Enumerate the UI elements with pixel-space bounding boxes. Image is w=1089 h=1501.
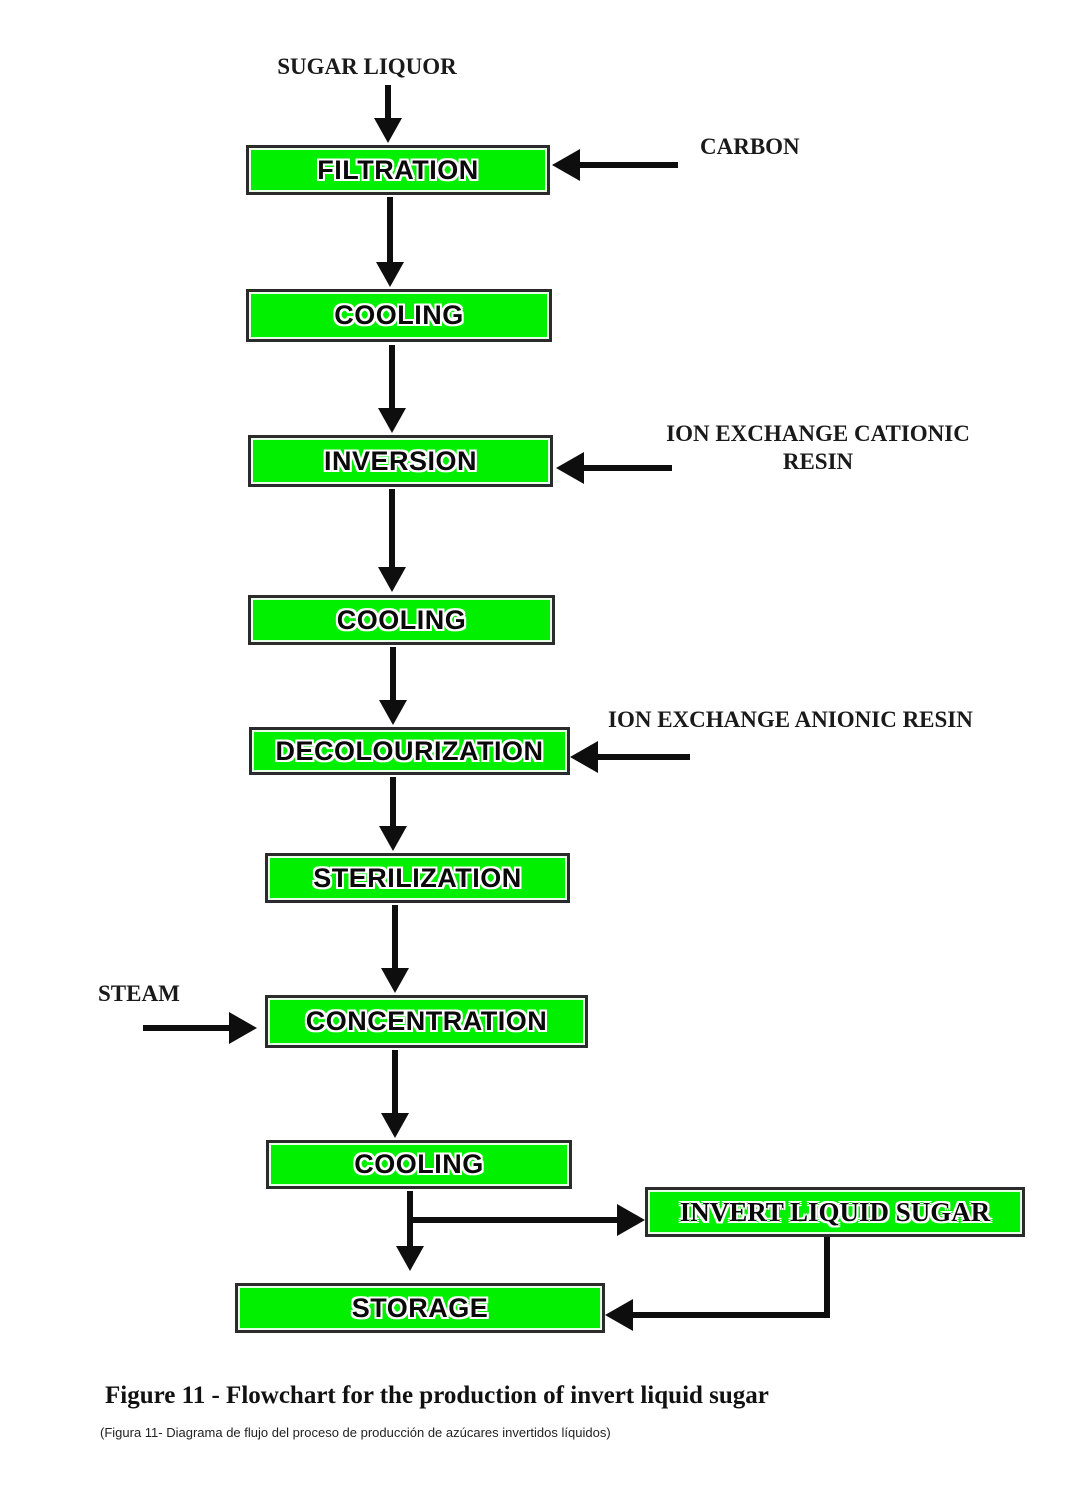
arrow-stem bbox=[387, 197, 393, 263]
arrowhead-down-icon bbox=[396, 1246, 424, 1271]
arrow-decolourization-to-sterilization bbox=[378, 777, 408, 851]
arrowhead-left-icon bbox=[552, 149, 580, 181]
flow-box-concentration: CONCENTRATION bbox=[265, 995, 588, 1048]
flow-box-cooling-3: COOLING bbox=[266, 1140, 572, 1189]
arrow-stem bbox=[390, 647, 396, 701]
arrowhead-down-icon bbox=[379, 826, 407, 851]
flow-box-label: INVERT LIQUID SUGAR bbox=[679, 1196, 991, 1227]
label-anionic-resin: ION EXCHANGE ANIONIC RESIN bbox=[608, 707, 973, 732]
label-cationic-resin: ION EXCHANGE CATIONIC RESIN bbox=[666, 421, 970, 474]
arrowhead-down-icon bbox=[378, 408, 406, 433]
arrow-stem bbox=[390, 777, 396, 827]
arrowhead-down-icon bbox=[378, 567, 406, 592]
flow-box-cooling-1: COOLING bbox=[246, 289, 552, 342]
figure-caption-spanish: (Figura 11- Diagrama de flujo del proces… bbox=[100, 1425, 611, 1440]
flow-box-label: CONCENTRATION bbox=[305, 1006, 548, 1036]
arrow-inversion-to-cooling bbox=[377, 489, 407, 592]
arrow-carbon-to-filtration bbox=[552, 149, 678, 181]
flow-box-label: DECOLOURIZATION bbox=[275, 735, 544, 766]
arrow-stem bbox=[596, 754, 690, 760]
flow-box-inversion: INVERSION bbox=[248, 435, 553, 487]
flow-box-cooling-2: COOLING bbox=[248, 595, 555, 645]
arrow-sterilization-to-concentration bbox=[380, 905, 410, 993]
arrow-invertliquidsugar-to-storage bbox=[605, 1299, 830, 1331]
arrowhead-down-icon bbox=[374, 118, 402, 143]
arrow-stem bbox=[582, 465, 672, 471]
arrow-steam-to-concentration bbox=[143, 1012, 257, 1044]
arrow-stem bbox=[389, 489, 395, 568]
arrow-cooling-to-invertliquidsugar bbox=[407, 1204, 645, 1236]
arrowhead-right-icon bbox=[617, 1204, 645, 1236]
arrowhead-left-icon bbox=[556, 452, 584, 484]
label-steam: STEAM bbox=[98, 981, 180, 1006]
flow-box-label: COOLING bbox=[334, 300, 464, 330]
label-sugar-liquor: SUGAR LIQUOR bbox=[277, 54, 457, 79]
flow-box-label: STERILIZATION bbox=[313, 862, 522, 893]
arrowhead-down-icon bbox=[381, 968, 409, 993]
arrow-stem bbox=[407, 1217, 619, 1223]
arrowhead-down-icon bbox=[376, 262, 404, 287]
label-carbon: CARBON bbox=[700, 134, 800, 159]
arrow-stem bbox=[392, 1050, 398, 1114]
arrow-stem bbox=[385, 85, 391, 119]
arrowhead-left-icon bbox=[605, 1299, 633, 1331]
arrow-concentration-to-cooling bbox=[380, 1050, 410, 1138]
arrow-cooling-to-inversion bbox=[377, 345, 407, 433]
arrow-stem bbox=[392, 905, 398, 969]
arrow-cooling-to-decolourization bbox=[378, 647, 408, 725]
flow-box-label: INVERSION bbox=[323, 445, 478, 476]
flow-box-label: COOLING bbox=[354, 1149, 484, 1179]
arrow-cationicresin-to-inversion bbox=[556, 452, 672, 484]
flow-box-label: COOLING bbox=[336, 604, 467, 635]
figure-caption: Figure 11 - Flowchart for the production… bbox=[105, 1382, 769, 1409]
arrow-anionicresin-to-decolourization bbox=[570, 741, 690, 773]
flow-box-storage: STORAGE bbox=[235, 1283, 605, 1333]
arrow-stem bbox=[143, 1025, 231, 1031]
flow-box-decolourization: DECOLOURIZATION bbox=[249, 727, 570, 775]
flow-box-label: STORAGE bbox=[351, 1292, 489, 1323]
arrowhead-left-icon bbox=[570, 741, 598, 773]
arrowhead-down-icon bbox=[379, 700, 407, 725]
arrowhead-down-icon bbox=[381, 1113, 409, 1138]
arrow-stem bbox=[389, 345, 395, 409]
arrow-filtration-to-cooling bbox=[375, 197, 405, 287]
arrowhead-right-icon bbox=[229, 1012, 257, 1044]
flow-box-sterilization: STERILIZATION bbox=[265, 853, 570, 903]
flow-box-invert-liquid-sugar: INVERT LIQUID SUGAR bbox=[645, 1187, 1025, 1237]
arrow-sugarliquor-to-filtration bbox=[373, 85, 403, 143]
flow-box-label: FILTRATION bbox=[317, 154, 479, 185]
arrow-stem bbox=[631, 1312, 830, 1318]
arrow-stem bbox=[578, 162, 678, 168]
connector-invertliquidsugar-down bbox=[824, 1237, 830, 1318]
flow-box-filtration: FILTRATION bbox=[246, 145, 550, 195]
